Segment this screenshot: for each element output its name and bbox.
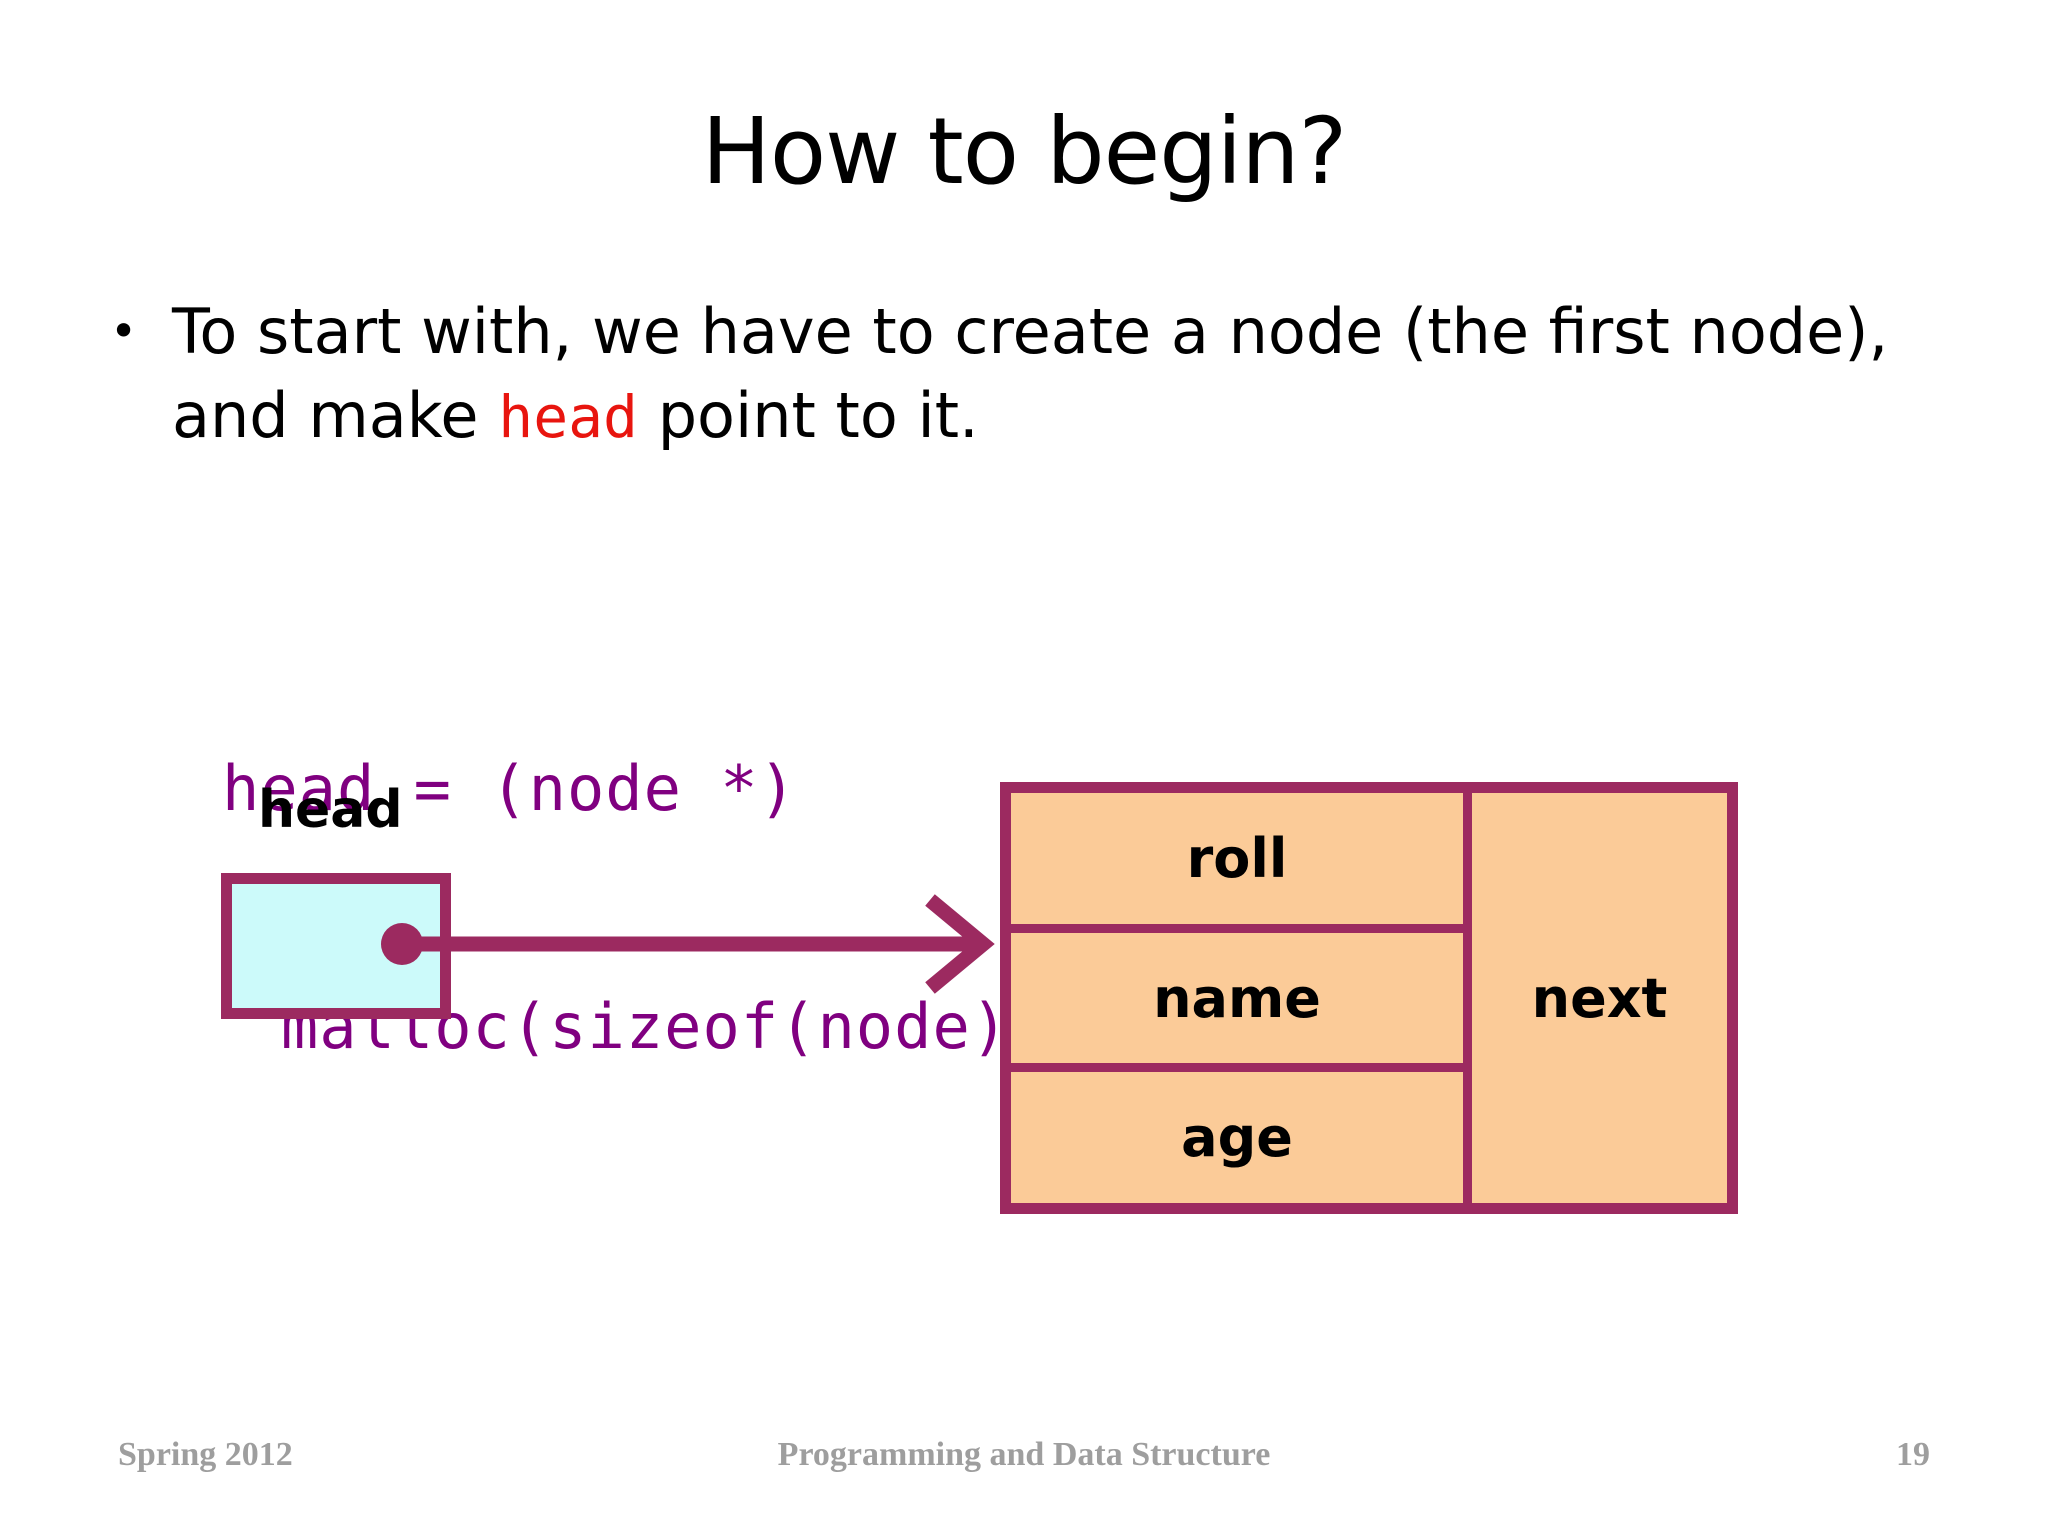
footer-page-number: 19 <box>1896 1436 1930 1473</box>
footer-course-title: Programming and Data Structure <box>777 1436 1271 1473</box>
bullet-item-text: To start with, we have to create a node … <box>172 290 1892 457</box>
node-field-roll: roll <box>1011 793 1463 933</box>
node-fields-column: roll name age <box>1011 793 1463 1204</box>
node-struct-box: roll name age next <box>1000 782 1738 1214</box>
head-pointer-box <box>221 873 451 1019</box>
code-line-1: head = (node *) <box>222 751 797 825</box>
node-field-name: name <box>1011 932 1463 1073</box>
head-variable-label: head <box>258 780 403 840</box>
page-title: How to begin? <box>701 98 1348 205</box>
node-field-next: next <box>1463 793 1727 1203</box>
bullet-text-before: To start with, we have to create a node … <box>172 295 1889 452</box>
slide-footer: Spring 2012 Programming and Data Structu… <box>0 1436 2048 1496</box>
bullet-text-after: point to it. <box>637 378 979 452</box>
inline-code-head: head <box>498 382 638 451</box>
bullet-list: • To start with, we have to create a nod… <box>110 290 1910 457</box>
footer-term: Spring 2012 <box>118 1436 293 1473</box>
code-block: head = (node *) malloc(sizeof(node)); <box>222 590 1086 1225</box>
node-field-age: age <box>1011 1072 1463 1204</box>
bullet-marker-icon: • <box>110 304 138 358</box>
